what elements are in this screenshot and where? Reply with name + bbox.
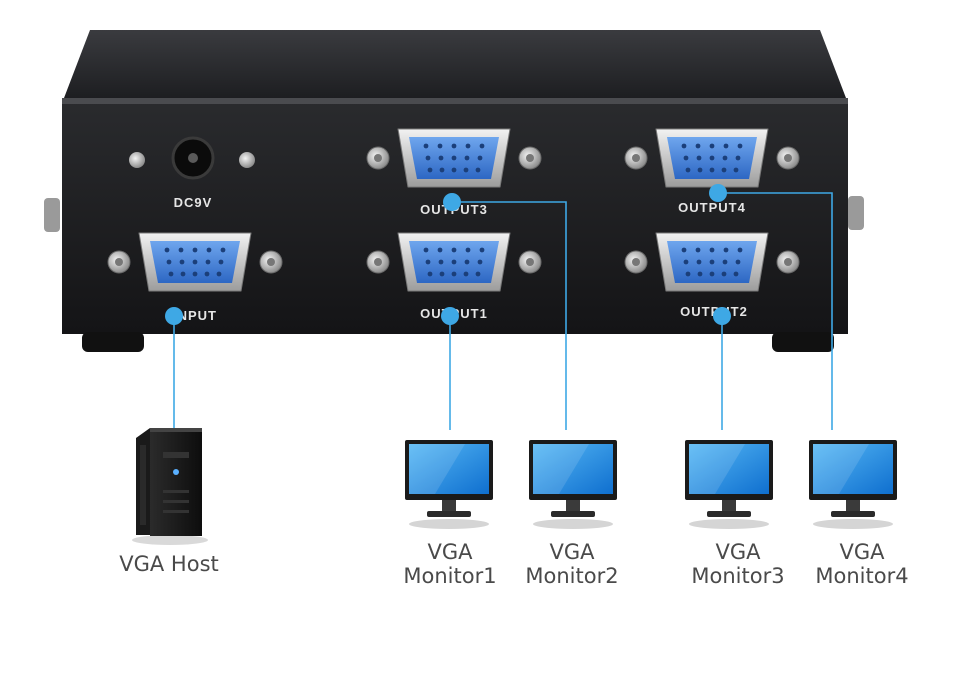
monitor-2-icon <box>529 440 617 529</box>
connector-lines <box>173 192 833 430</box>
vga-port-output1-icon <box>366 232 542 292</box>
caption-monitor1-line1: VGA <box>427 540 473 564</box>
monitor-1-icon <box>405 440 493 529</box>
caption-host: VGA Host <box>94 552 244 576</box>
power-jack-icon <box>129 136 255 180</box>
caption-host-text: VGA Host <box>119 552 219 576</box>
vga-port-output2-icon <box>624 232 800 292</box>
foot-right <box>772 332 834 352</box>
caption-monitor2: VGA Monitor2 <box>514 540 630 588</box>
caption-monitor2-line1: VGA <box>549 540 595 564</box>
side-screw-right <box>848 196 864 230</box>
dot-input <box>165 307 183 325</box>
vga-ports <box>107 128 800 292</box>
monitors <box>405 440 897 529</box>
dot-output2 <box>713 307 731 325</box>
caption-monitor2-line2: Monitor2 <box>525 564 619 588</box>
vga-port-input-icon <box>107 232 283 292</box>
dot-output4 <box>709 184 727 202</box>
vga-port-output3-icon <box>366 128 542 188</box>
caption-monitor4: VGA Monitor4 <box>804 540 920 588</box>
vga-port-output4-icon <box>624 128 800 188</box>
chassis-top <box>64 30 846 98</box>
monitor-4-icon <box>809 440 897 529</box>
caption-monitor3-line2: Monitor3 <box>691 564 785 588</box>
connection-dots <box>165 184 731 325</box>
monitor-3-icon <box>685 440 773 529</box>
port-label-output4: OUTPUT4 <box>678 200 746 215</box>
caption-monitor1-line2: Monitor1 <box>403 564 497 588</box>
caption-monitor1: VGA Monitor1 <box>392 540 508 588</box>
computer-tower-icon <box>132 428 208 545</box>
dot-output3 <box>443 193 461 211</box>
power-label: DC9V <box>174 195 213 210</box>
line-output3-monitor2 <box>452 201 567 430</box>
caption-monitor3-line1: VGA <box>715 540 761 564</box>
foot-left <box>82 332 144 352</box>
side-screw-left <box>44 198 60 232</box>
caption-monitor4-line1: VGA <box>839 540 885 564</box>
line-output4-monitor4 <box>718 192 833 430</box>
dot-output1 <box>441 307 459 325</box>
port-label-input: INPUT <box>173 308 217 323</box>
caption-monitor3: VGA Monitor3 <box>680 540 796 588</box>
caption-monitor4-line2: Monitor4 <box>815 564 909 588</box>
